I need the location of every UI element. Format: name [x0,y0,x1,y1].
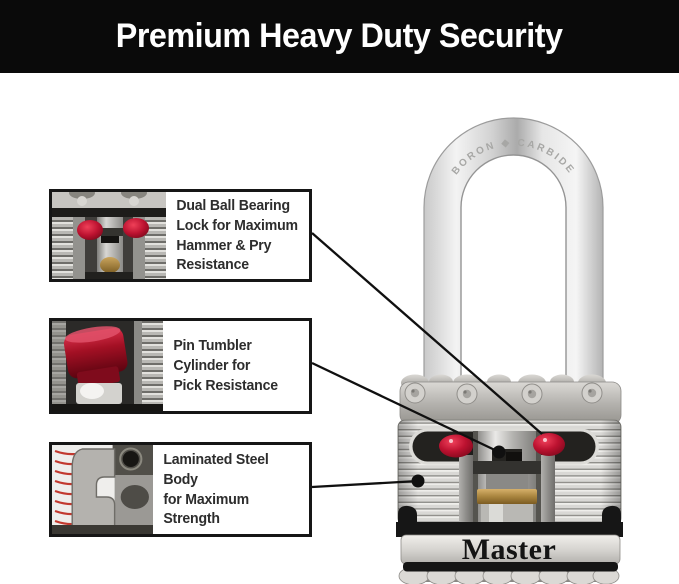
callout-dual-ball-bearing: Dual Ball Bearing Lock for Maximum Hamme… [49,189,312,282]
padlock-shackle: BORON ◆ CARBIDE [423,117,604,393]
connector-dot-pin-tumbler [492,445,506,459]
cutaway-thumb-ball-bearing-image [52,192,166,279]
pin-tumbler-cylinder [473,431,541,525]
ball-bearing-right [533,433,565,456]
cutaway-thumb-laminated-body-image [52,445,153,534]
callout-connectors [311,232,543,489]
padlock-bumper: Master [396,505,623,584]
connector-dot-laminated-body [411,474,425,488]
brand-text: Master [462,533,557,566]
cap-rivets [404,382,603,405]
callout-text-pin-tumbler: Pin Tumbler Cylinder for Pick Resistance [173,337,278,394]
banner: Premium Heavy Duty Security [0,0,679,73]
callout-text-dual-ball-bearing: Dual Ball Bearing Lock for Maximum Hamme… [176,196,298,274]
callout-laminated-body: Laminated Steel Body for Maximum Strengt… [49,442,312,537]
banner-title: Premium Heavy Duty Security [116,17,563,55]
connector-line-pin-tumbler [311,361,500,454]
cutaway-thumb-pin-tumbler-image [52,321,163,411]
brass-ring [477,489,537,504]
padlock-cutaway [409,428,599,525]
connector-line-laminated-body [311,479,419,489]
callout-text-laminated-body: Laminated Steel Body for Maximum Strengt… [163,450,269,528]
padlock-top-cap [399,374,622,425]
connector-line-dual-ball-bearing [311,232,543,435]
ball-bearing-left [439,434,473,458]
callout-pin-tumbler: Pin Tumbler Cylinder for Pick Resistance [49,318,312,414]
